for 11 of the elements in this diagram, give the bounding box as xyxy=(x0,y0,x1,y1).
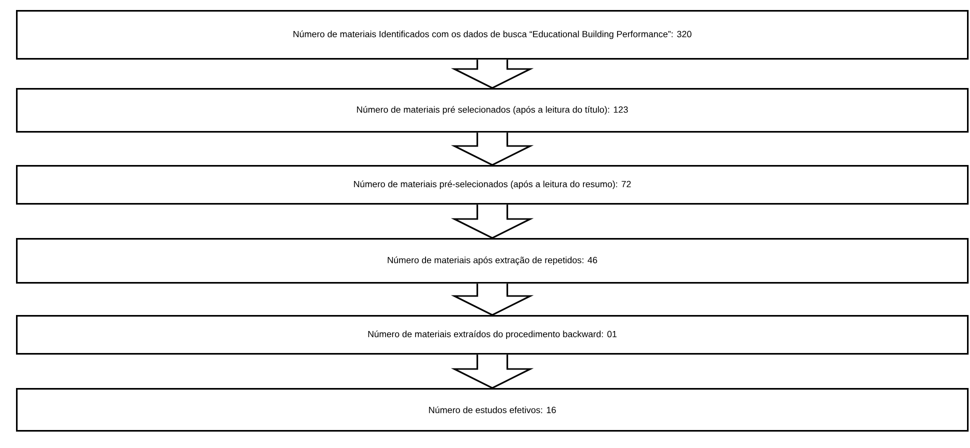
block-arrow xyxy=(450,282,534,316)
process-box: Número de materiais Identificados com os dados de busca “Educational Building Performance”: 320 xyxy=(16,10,969,60)
process-box: Número de materiais pré selecionados (após a leitura do título): 123 xyxy=(16,88,969,133)
process-box: Número de materiais pré-selecionados (após a leitura do resumo): 72 xyxy=(16,165,969,205)
block-arrow xyxy=(450,204,534,239)
process-box: Número de materiais extraídos do procedimento backward: 01 xyxy=(16,315,969,355)
block-arrow xyxy=(450,354,534,389)
block-arrow xyxy=(450,132,534,166)
process-box: Número de estudos efetivos: 16 xyxy=(16,388,969,432)
block-arrow xyxy=(450,58,534,89)
process-box: Número de materiais após extração de repetidos: 46 xyxy=(16,238,969,284)
